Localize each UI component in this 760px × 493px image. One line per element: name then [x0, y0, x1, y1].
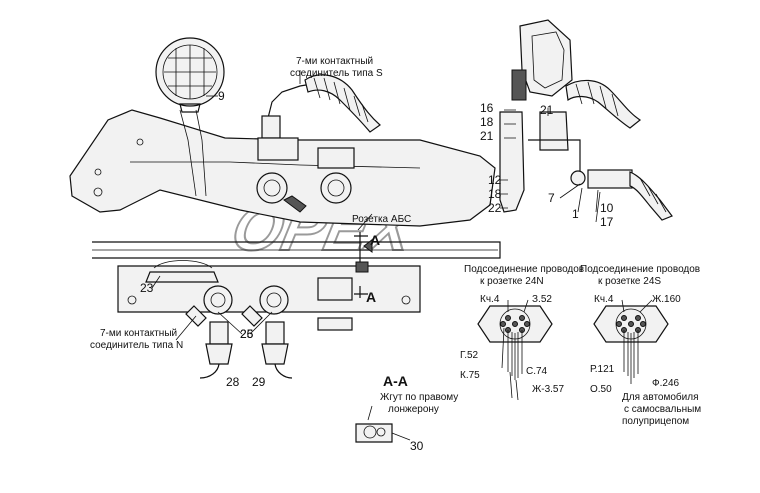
- leader-lines: [151, 70, 601, 341]
- wire-code: Кч.4: [594, 294, 614, 305]
- wire-code: С.74: [526, 366, 548, 377]
- wire-code: Г.52: [460, 350, 479, 361]
- dump-note-1: Для автомобиля: [622, 391, 698, 403]
- callout: 21: [540, 103, 554, 117]
- connector-s-label-1: 7-ми контактный: [296, 56, 373, 67]
- wire-code: Кч.4: [480, 294, 500, 305]
- section-marks: А А: [354, 232, 380, 305]
- coiled-cable-upper: [257, 74, 381, 161]
- callout: 18: [488, 187, 502, 201]
- callout: 23: [140, 281, 154, 295]
- callout: 29: [252, 375, 266, 389]
- right-bracket: [499, 19, 673, 221]
- callout: 12: [488, 173, 502, 187]
- callout: 17: [600, 215, 614, 229]
- callout: 25: [240, 327, 254, 341]
- callout: 21: [480, 129, 494, 143]
- section-mark-upper: А: [370, 232, 380, 248]
- wire-code: О.50: [590, 384, 612, 395]
- connector-n-label-2: соединитель типа N: [90, 340, 183, 351]
- wire-code: З.52: [532, 294, 552, 305]
- wiring-24s-title-1: Подсоединение проводов: [580, 264, 700, 275]
- callout: 22: [488, 201, 502, 215]
- wire-code: Ж-3.57: [532, 384, 564, 395]
- connector-n-label-1: 7-ми контактный: [100, 328, 177, 339]
- callout: 9: [218, 89, 225, 103]
- harness-note-2: лонжерону: [388, 404, 439, 415]
- wiring-24n-title-2: к розетке 24N: [480, 276, 544, 287]
- frame-rail: [92, 241, 501, 259]
- harness-note-1: Жгут по правому: [380, 392, 458, 403]
- wiring-24n-title-1: Подсоединение проводов: [464, 264, 584, 275]
- callout: 1: [572, 207, 579, 221]
- captions: 7-ми контактный соединитель типа S Розет…: [90, 56, 701, 427]
- upper-bracket: [69, 109, 496, 227]
- wiring-diagram-24s: [593, 299, 669, 384]
- wire-code: К.75: [460, 370, 480, 381]
- section-mark-lower: А: [366, 289, 376, 305]
- section-title: А-А: [383, 373, 408, 389]
- callout: 10: [600, 201, 614, 215]
- socket-abs-label: Розетка АБС: [352, 214, 411, 225]
- wiring-diagram-24n: [477, 299, 553, 401]
- callout: 26: [240, 327, 254, 341]
- callout: 16: [480, 101, 494, 115]
- sockets-upper: [256, 147, 355, 213]
- dump-note-2: с самосвальным: [624, 404, 701, 415]
- callout: 7: [548, 191, 555, 205]
- work-lamp: [155, 37, 225, 113]
- callout: 30: [410, 439, 424, 453]
- wire-codes: Кч.4 З.52 Г.52 С.74 К.75 Ж-3.57 Кч.4 Ж.1…: [460, 294, 681, 395]
- callout: 18: [480, 115, 494, 129]
- wire-code: Р.121: [590, 364, 615, 375]
- connector-s-label-2: соединитель типа S: [290, 68, 383, 79]
- wire-code: Ж.160: [652, 294, 681, 305]
- dump-note-3: полуприцепом: [622, 416, 689, 427]
- callout: 28: [226, 375, 240, 389]
- section-aa-detail: А-А: [355, 373, 411, 443]
- callout-numbers: 9 16 18 21 21 12 18 22 7 1 10 17 23 25 2…: [140, 89, 614, 453]
- wire-code: Ф.246: [652, 378, 680, 389]
- wiring-24s-title-2: к розетке 24S: [598, 276, 661, 287]
